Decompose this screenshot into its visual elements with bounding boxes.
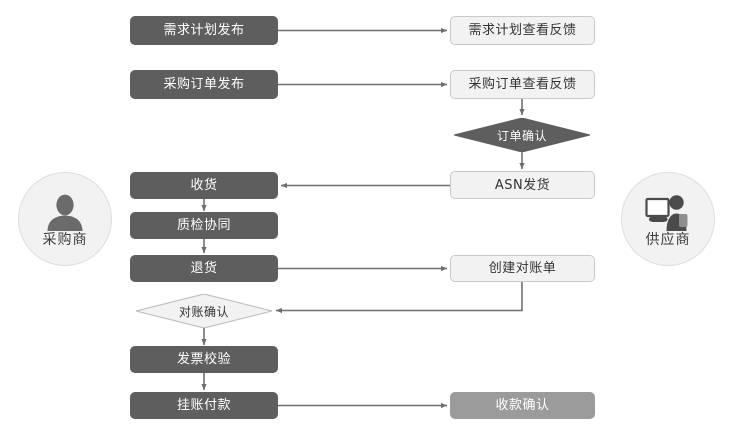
node-label: 需求计划发布 (163, 23, 245, 38)
node-label: 采购订单查看反馈 (468, 77, 577, 92)
node-demand-plan-feedback[interactable]: 需求计划查看反馈 (450, 16, 595, 45)
node-return-goods[interactable]: 退货 (130, 255, 278, 282)
node-po-publish[interactable]: 采购订单发布 (130, 70, 278, 99)
node-label: 发票校验 (176, 352, 231, 367)
node-label: 订单确认 (496, 128, 547, 143)
node-label: 需求计划查看反馈 (468, 23, 577, 38)
node-asn-shipment[interactable]: ASN发货 (450, 171, 595, 199)
node-label: 退货 (190, 261, 218, 276)
node-order-confirm[interactable]: 订单确认 (454, 118, 590, 152)
edge-create-statement-to-statement-confirm (275, 282, 523, 314)
actor-buyer[interactable]: 采购商 (18, 172, 112, 266)
node-receipt-confirm[interactable]: 收款确认 (450, 392, 595, 419)
node-label: ASN发货 (494, 177, 551, 193)
node-create-statement[interactable]: 创建对账单 (450, 255, 595, 282)
node-label: 采购订单发布 (163, 77, 245, 92)
actor-supplier[interactable]: 供应商 (621, 172, 715, 266)
node-label: 对账确认 (178, 304, 229, 319)
actor-supplier-label: 供应商 (645, 232, 691, 248)
node-goods-receipt[interactable]: 收货 (130, 172, 278, 199)
node-label: 创建对账单 (488, 261, 557, 276)
node-payment-posting[interactable]: 挂账付款 (130, 392, 278, 419)
node-label: 质检协同 (176, 218, 231, 233)
node-demand-plan-publish[interactable]: 需求计划发布 (130, 16, 278, 45)
person-icon (42, 191, 88, 231)
node-label: 收款确认 (495, 398, 550, 413)
node-po-feedback[interactable]: 采购订单查看反馈 (450, 70, 595, 99)
person-at-computer-icon (645, 191, 691, 231)
node-invoice-verification[interactable]: 发票校验 (130, 346, 278, 373)
actor-buyer-label: 采购商 (42, 232, 88, 248)
node-label: 收货 (190, 178, 218, 193)
node-label: 挂账付款 (176, 398, 231, 413)
node-statement-confirm[interactable]: 对账确认 (136, 294, 272, 328)
node-quality-collaboration[interactable]: 质检协同 (130, 212, 278, 239)
